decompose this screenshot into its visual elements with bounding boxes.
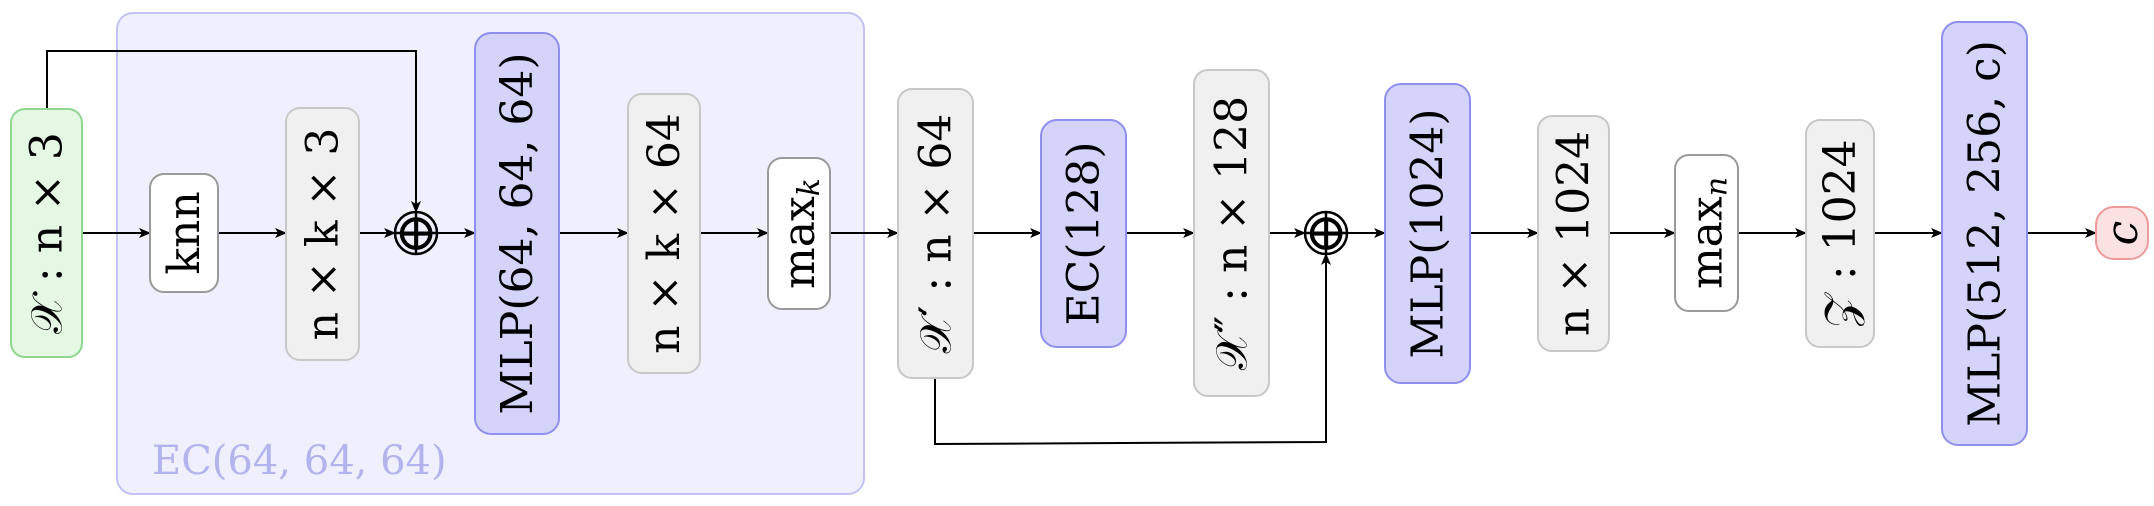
knn-box [149, 173, 219, 293]
n1024-box [1537, 115, 1610, 352]
node-ec128: EC(128) [1040, 119, 1127, 348]
maxn-label-text: max [1681, 196, 1732, 289]
node-x2: 𝒳″ : n × 128 [1193, 69, 1270, 397]
x1-label: 𝒳′ : n × 64 [910, 114, 961, 354]
node-plus2: ⊕ [1303, 203, 1349, 263]
mlp1024-box [1384, 83, 1471, 384]
mlpout-label-text: MLP(512, 256, c) [1959, 40, 2010, 427]
maxn-box [1674, 154, 1739, 312]
edges [46, 50, 2097, 446]
input-box [10, 108, 83, 358]
nk3-box [285, 107, 360, 361]
node-mlp1: MLP(64, 64, 64) [474, 32, 560, 435]
node-plus1: ⊕ [393, 203, 439, 263]
x1-label-text: 𝒳′ : n × 64 [910, 114, 961, 354]
c-box [2095, 206, 2149, 260]
nodes: 𝒳 : n × 3 knn n × k × 3 ⊕ MLP(64, 64, 64) n ×… [10, 21, 2149, 446]
z-box [1805, 119, 1875, 348]
knn-label-text: knn [159, 191, 210, 274]
nk3-label: n × k × 3 [297, 128, 348, 341]
c-label-text: c [2097, 221, 2148, 246]
node-mlp1024: MLP(1024) [1384, 83, 1471, 384]
x2-label: 𝒳″ : n × 128 [1206, 96, 1257, 370]
c-label: c [2097, 221, 2148, 246]
mlpout-box [1941, 21, 2028, 446]
node-c: c [2095, 206, 2149, 260]
mlp1024-label-text: MLP(1024) [1402, 108, 1453, 358]
input-label: 𝒳 : n × 3 [21, 132, 72, 334]
nk64-label-text: n × k × 64 [639, 113, 690, 354]
node-input: 𝒳 : n × 3 [10, 108, 83, 358]
node-maxn: maxn [1674, 154, 1739, 312]
z-label-text: 𝒵 : 1024 [1815, 139, 1866, 327]
nk64-label: n × k × 64 [639, 113, 690, 354]
node-maxk: maxk [767, 157, 831, 310]
input-label-text: 𝒳 : n × 3 [21, 132, 72, 334]
nk3-label-text: n × k × 3 [297, 128, 348, 341]
knn-label: knn [159, 191, 210, 274]
mlp1024-label: MLP(1024) [1402, 108, 1453, 358]
z-label: 𝒵 : 1024 [1815, 139, 1866, 327]
nk64-box [627, 93, 701, 374]
maxk-label-text: max [774, 196, 825, 289]
ec128-box [1040, 119, 1127, 348]
node-mlpout: MLP(512, 256, c) [1941, 21, 2028, 446]
mlp1-box [474, 32, 560, 435]
node-n1024: n × 1024 [1537, 115, 1610, 352]
x2-box [1193, 69, 1270, 397]
mlp1-label-text: MLP(64, 64, 64) [492, 52, 543, 414]
node-x1: 𝒳′ : n × 64 [897, 88, 974, 379]
mlpout-label: MLP(512, 256, c) [1959, 40, 2010, 427]
x1-box [897, 88, 974, 379]
mlp1-label: MLP(64, 64, 64) [492, 52, 543, 414]
n1024-label-text: n × 1024 [1548, 131, 1599, 336]
node-nk3: n × k × 3 [285, 107, 360, 361]
edge-skip-input-plus1 [46, 50, 421, 213]
node-z: 𝒵 : 1024 [1805, 119, 1875, 348]
maxk-label: maxk [774, 178, 827, 289]
x2-label-text: 𝒳″ : n × 128 [1206, 96, 1257, 370]
maxk-box [767, 157, 831, 310]
ec128-label: EC(128) [1058, 141, 1109, 325]
maxn-label: maxn [1681, 177, 1734, 289]
n1024-label: n × 1024 [1548, 131, 1599, 336]
ec-group-label: EC(64, 64, 64) [152, 438, 447, 484]
maxk-label-subscript: k [792, 178, 827, 196]
ec128-label-text: EC(128) [1058, 141, 1109, 325]
node-knn: knn [149, 173, 219, 293]
node-nk64: n × k × 64 [627, 93, 701, 374]
edge-skip-x1-plus2 [934, 253, 1331, 446]
maxn-label-subscript: n [1699, 177, 1734, 196]
